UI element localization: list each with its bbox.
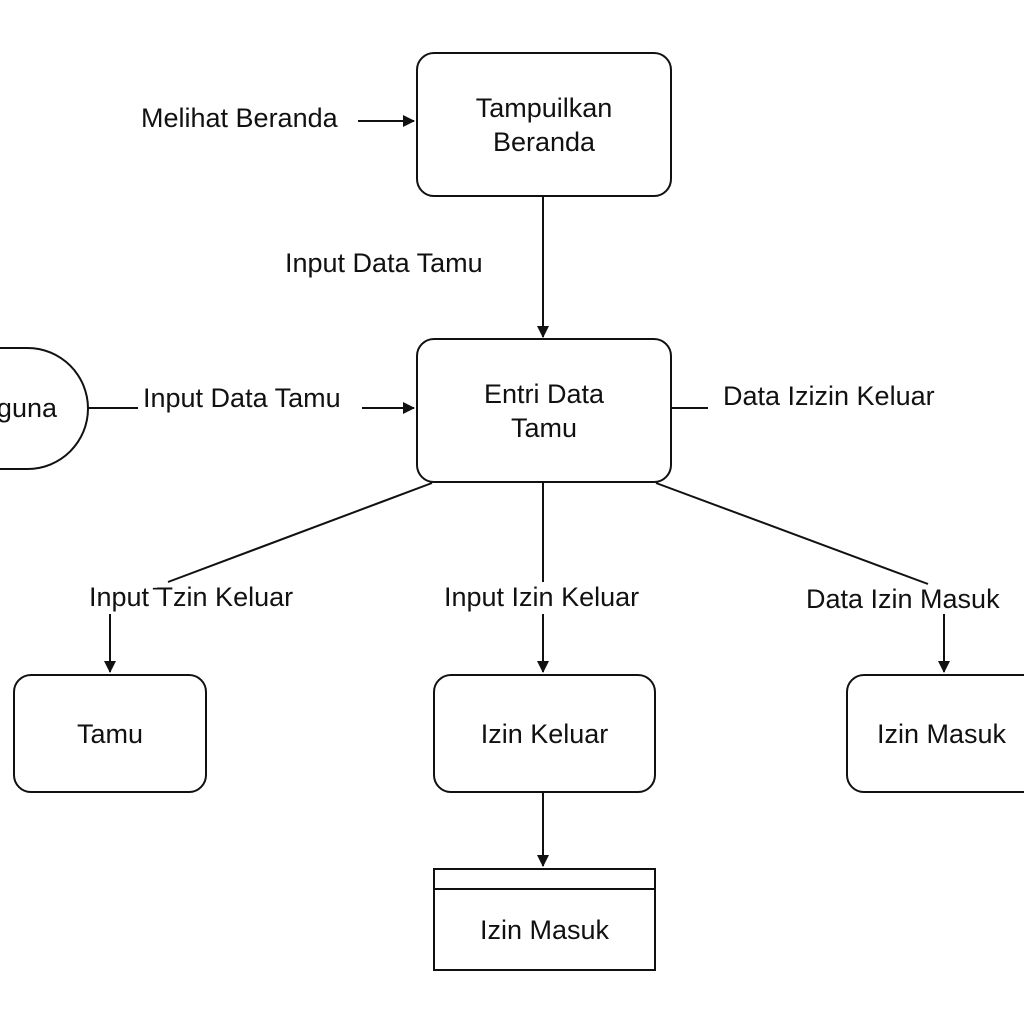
flow-label-melihat-beranda: Melihat Beranda: [141, 103, 338, 133]
flow-label-input-tzin-keluar: Input ̄Tzin Keluar: [89, 582, 294, 612]
line-entri-to-tamu-label: [167, 482, 433, 583]
entity-izin-keluar: Izin Keluar: [433, 674, 656, 793]
datastore-izin-masuk: Izin Masuk: [433, 868, 656, 971]
flow-label-data-izizin-keluar: Data Izizin Keluar: [723, 381, 935, 411]
flow-label-input-data-tamu-left: Input Data Tamu: [143, 383, 341, 413]
entity-izin-masuk: Izin Masuk: [846, 674, 1024, 793]
entity-izin-keluar-label: Izin Keluar: [480, 718, 609, 749]
process-entri-line2: Tamu: [510, 412, 578, 443]
flow-label-input-izin-keluar: Input Izin Keluar: [444, 582, 640, 612]
process-beranda-line1: Tampuilkan: [475, 92, 613, 123]
process-entri-data-tamu: Entri Data Tamu: [416, 338, 672, 483]
entity-pengguna-label: guna: [0, 393, 57, 423]
flow-label-input-data-tamu-top: Input Data Tamu: [285, 248, 483, 278]
process-tampilkan-beranda: Tampuilkan Beranda: [416, 52, 672, 197]
datastore-header-bar: [435, 870, 654, 890]
line-entri-to-izin-masuk-label: [655, 482, 929, 585]
entity-izin-masuk-label: Izin Masuk: [877, 718, 1007, 749]
process-entri-line1: Entri Data: [483, 378, 605, 409]
entity-tamu: Tamu: [13, 674, 207, 793]
datastore-izin-masuk-label: Izin Masuk: [479, 914, 610, 945]
flow-label-data-izin-masuk: Data Izin Masuk: [806, 584, 1000, 614]
process-beranda-line2: Beranda: [492, 126, 596, 157]
entity-tamu-label: Tamu: [76, 718, 144, 749]
